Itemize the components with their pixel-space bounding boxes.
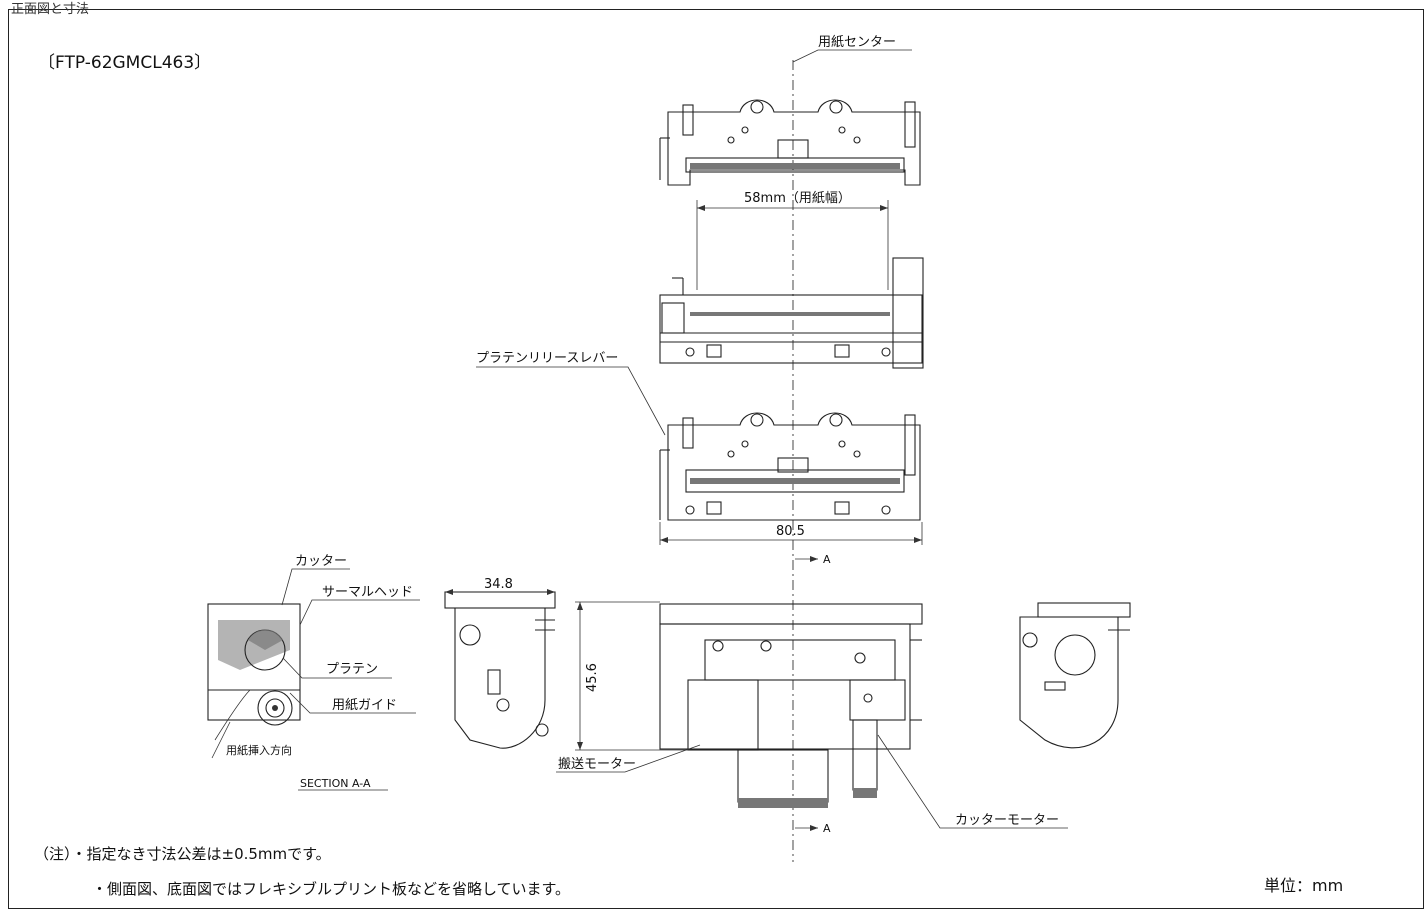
paper-insert-dir-label: 用紙挿入方向 bbox=[226, 743, 292, 757]
note-omission: ・側面図、底面図ではフレキシブルプリント板などを省略しています。 bbox=[92, 880, 571, 898]
height-dim-label: 45.6 bbox=[585, 663, 600, 692]
thermal-head-label: サーマルヘッド bbox=[322, 585, 413, 600]
note-tolerance: （注）・指定なき寸法公差は±0.5mmです。 bbox=[34, 845, 331, 863]
depth-dim-label: 34.8 bbox=[484, 577, 513, 592]
drawing-frame: 正面図と寸法 bbox=[8, 2, 1424, 909]
section-title: SECTION A-A bbox=[300, 777, 371, 790]
top-view-2 bbox=[659, 412, 921, 521]
feed-motor-label: 搬送モーター bbox=[558, 757, 636, 772]
platen-label: プラテン bbox=[326, 662, 378, 677]
cutter-motor-label: カッターモーター bbox=[955, 813, 1059, 828]
paper-guide-label: 用紙ガイド bbox=[332, 698, 397, 713]
cutter-label: カッター bbox=[295, 554, 347, 569]
platen-release-leader bbox=[476, 366, 666, 436]
section-marker-top: A bbox=[823, 553, 831, 566]
top-view-1 bbox=[659, 99, 921, 186]
paper-width-label: 58mm（用紙幅） bbox=[744, 191, 851, 206]
paper-center-label: 用紙センター bbox=[818, 35, 896, 50]
paper-center-leader bbox=[792, 49, 912, 63]
section-view bbox=[207, 603, 301, 741]
unit-label: 単位：mm bbox=[1264, 876, 1344, 895]
side-view-left bbox=[444, 591, 556, 749]
width-dim-label: 80.5 bbox=[776, 524, 805, 539]
bottom-view bbox=[659, 603, 923, 808]
model-label: 〔FTP-62GMCL463〕 bbox=[38, 53, 212, 73]
side-view-right bbox=[1019, 602, 1131, 749]
front-view bbox=[659, 257, 924, 369]
platen-release-label: プラテンリリースレバー bbox=[476, 351, 618, 366]
section-marker-bottom: A bbox=[823, 822, 831, 835]
top-cut-text: 正面図と寸法 bbox=[11, 2, 90, 17]
